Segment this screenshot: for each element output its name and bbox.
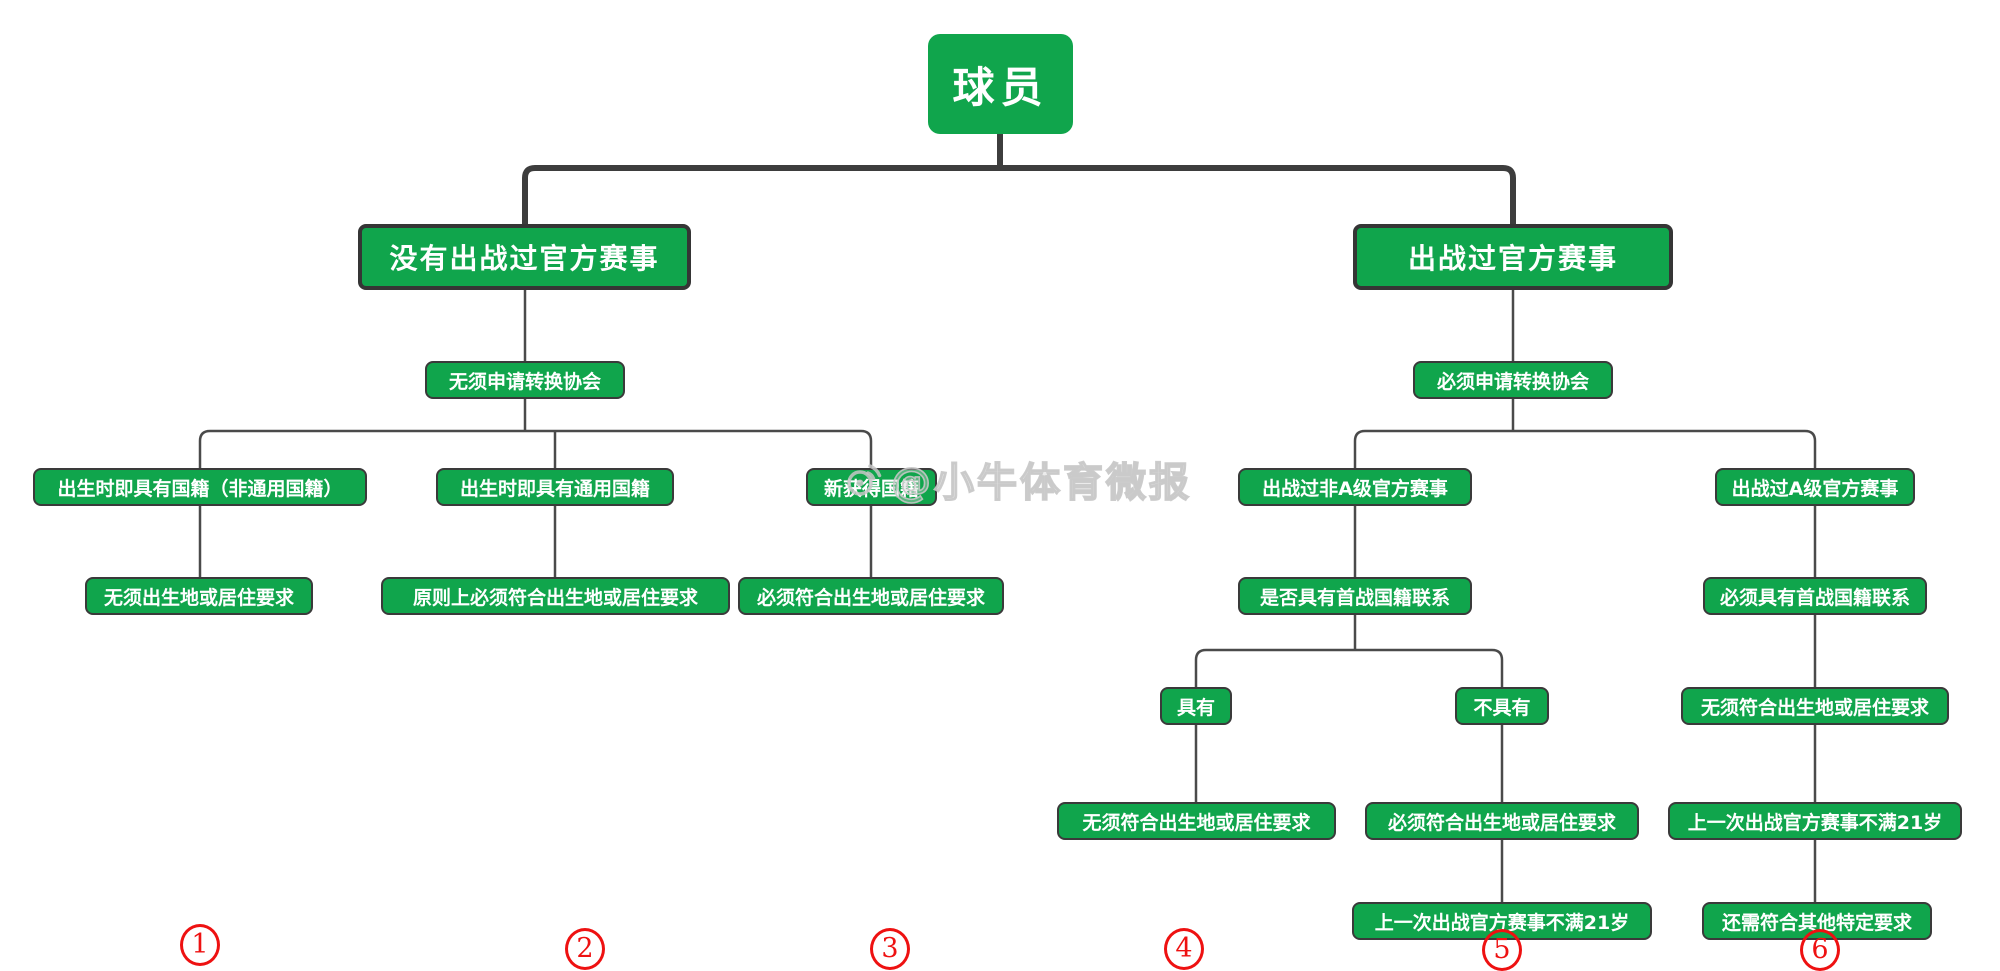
node-birth-nationality-universal: 出生时即具有通用国籍 xyxy=(436,468,674,506)
footnote-6: 6 xyxy=(1800,929,1840,971)
watermark-text: @小牛体育微报 xyxy=(890,459,1192,507)
node-no-association-change-needed: 无须申请转换协会 xyxy=(425,361,625,399)
node-played-official-matches: 出战过官方赛事 xyxy=(1353,224,1673,290)
node-association-change-required: 必须申请转换协会 xyxy=(1413,361,1613,399)
watermark: @小牛体育微报 xyxy=(843,450,1192,508)
connector-top-bracket xyxy=(522,132,1516,224)
node-player: 球员 xyxy=(928,34,1073,134)
node-a-last-match-under-21: 上一次出战官方赛事不满21岁 xyxy=(1668,802,1962,840)
node-has-link: 具有 xyxy=(1160,687,1232,725)
node-non-a-level-matches: 出战过非A级官方赛事 xyxy=(1238,468,1472,506)
connector-branch-lines xyxy=(198,290,1817,902)
node-birth-nationality-non-universal: 出生时即具有国籍（非通用国籍） xyxy=(33,468,367,506)
node-a-no-birth-residence-requirement: 无须符合出生地或居住要求 xyxy=(1681,687,1949,725)
node-first-match-nationality-question: 是否具有首战国籍联系 xyxy=(1238,577,1472,615)
footnote-5: 5 xyxy=(1482,929,1522,971)
footnote-2: 2 xyxy=(565,928,605,970)
footnote-3: 3 xyxy=(870,928,910,970)
node-yes-no-birth-residence-requirement: 无须符合出生地或居住要求 xyxy=(1057,802,1336,840)
node-must-have-first-match-link: 必须具有首战国籍联系 xyxy=(1703,577,1927,615)
node-no-official-matches: 没有出战过官方赛事 xyxy=(358,224,691,290)
node-has-no-link: 不具有 xyxy=(1455,687,1549,725)
node-must-meet-birth-residence-requirement: 必须符合出生地或居住要求 xyxy=(738,577,1004,615)
node-a-level-matches: 出战过A级官方赛事 xyxy=(1715,468,1915,506)
node-principle-birth-residence-requirement: 原则上必须符合出生地或居住要求 xyxy=(381,577,730,615)
node-no-birth-residence-requirement: 无须出生地或居住要求 xyxy=(85,577,313,615)
weibo-icon xyxy=(847,464,882,496)
node-no-must-meet-birth-residence: 必须符合出生地或居住要求 xyxy=(1365,802,1639,840)
footnote-4: 4 xyxy=(1164,928,1204,970)
footnote-1: 1 xyxy=(180,924,220,966)
